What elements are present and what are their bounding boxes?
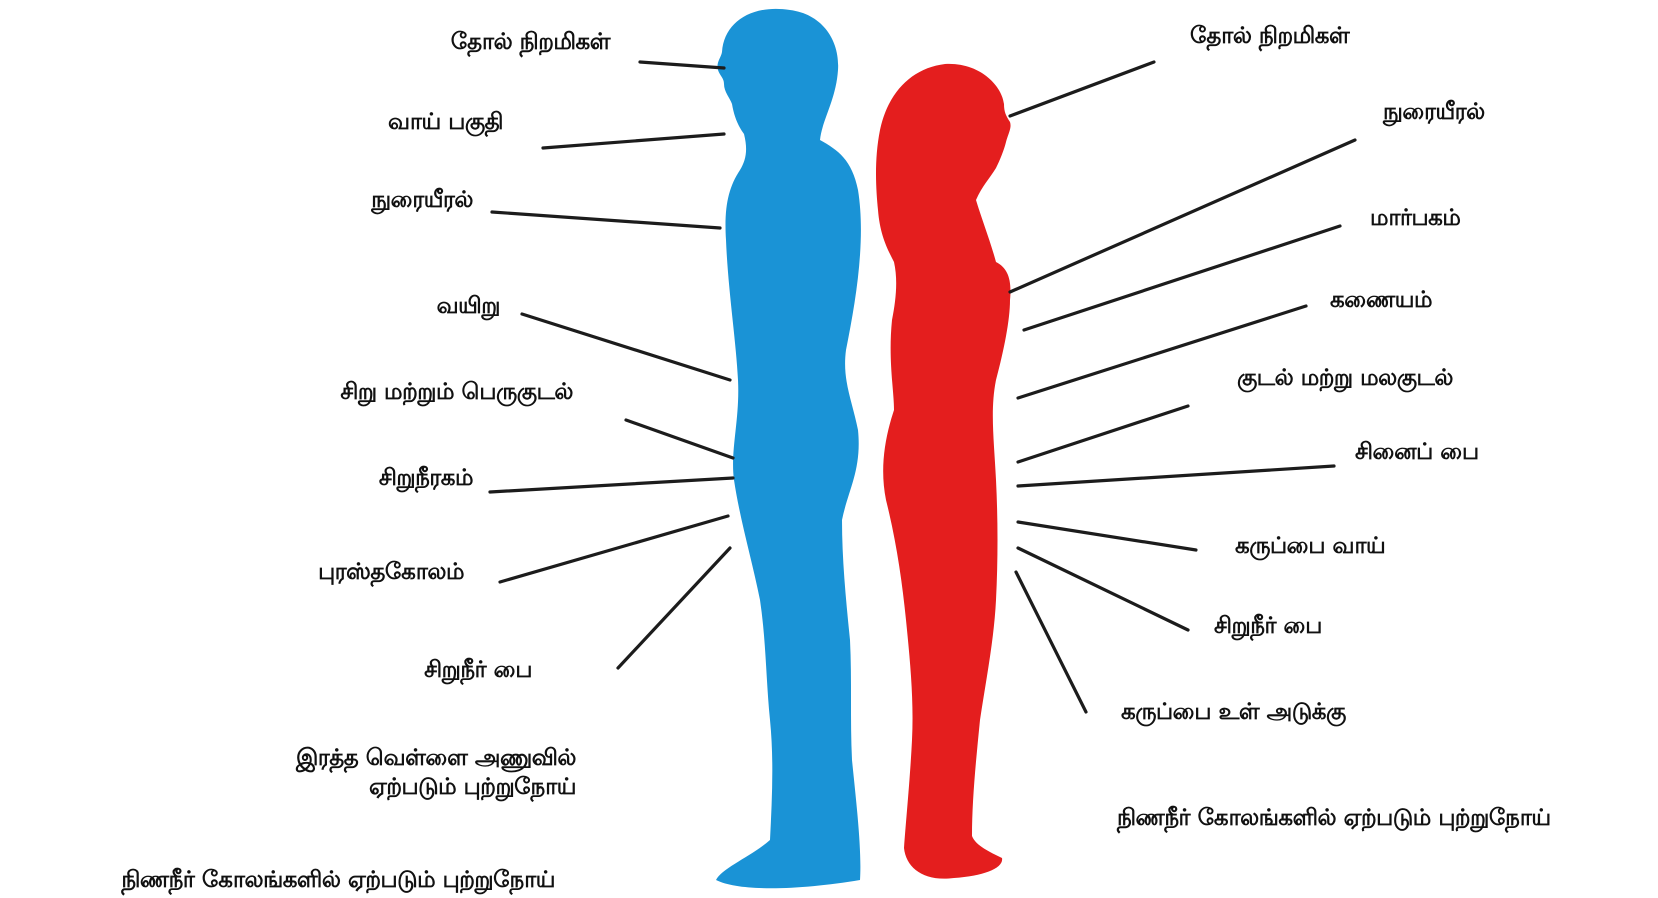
label-m-intestine-line-0: சிறு மற்றும் பெருகுடல் [340, 378, 573, 407]
leader-line-m-intestine [626, 420, 733, 458]
female-silhouette [876, 64, 1011, 879]
label-m-skin: தோல் நிறமிகள் [451, 28, 610, 57]
label-f-cervix-line-0: கருப்பை வாய் [1235, 532, 1385, 561]
label-m-skin-line-0: தோல் நிறமிகள் [451, 28, 610, 57]
label-m-leukemia-line-1: ஏற்படும் புற்றுநோய் [296, 773, 576, 802]
label-f-ovary: சினைப் பை [1355, 438, 1479, 467]
male-silhouette [716, 9, 861, 888]
leader-line-m-mouth [543, 134, 724, 148]
label-m-lymphoma-line-0: நிணநீர் கோலங்களில் ஏற்படும் புற்றுநோய் [121, 866, 555, 895]
label-f-lymphoma: நிணநீர் கோலங்களில் ஏற்படும் புற்றுநோய் [1117, 804, 1551, 833]
leader-line-f-ovary [1018, 466, 1334, 486]
label-f-colon: குடல் மற்று மலகுடல் [1237, 364, 1453, 393]
label-m-lung-line-0: நுரையீரல் [371, 186, 473, 215]
label-m-mouth-line-0: வாய் பகுதி [388, 108, 503, 137]
leader-line-f-lung [1010, 140, 1355, 292]
label-m-stomach: வயிறு [437, 292, 500, 321]
leader-line-m-bladder [618, 548, 730, 668]
label-f-colon-line-0: குடல் மற்று மலகுடல் [1237, 364, 1453, 393]
label-m-kidney: சிறுநீரகம் [379, 464, 473, 493]
label-f-skin-line-0: தோல் நிறமிகள் [1190, 22, 1349, 51]
label-f-breast: மார்பகம் [1370, 204, 1460, 233]
label-m-intestine: சிறு மற்றும் பெருகுடல் [340, 378, 573, 407]
label-m-lymphoma: நிணநீர் கோலங்களில் ஏற்படும் புற்றுநோய் [121, 866, 555, 895]
leader-line-m-stomach [522, 314, 730, 380]
label-m-leukemia: இரத்த வெள்ளை அணுவில்ஏற்படும் புற்றுநோய் [296, 744, 576, 802]
label-f-bladder: சிறுநீர் பை [1214, 612, 1322, 641]
leader-line-f-breast [1024, 226, 1340, 330]
label-m-bladder: சிறுநீர் பை [424, 656, 532, 685]
leader-line-f-bladder [1018, 548, 1188, 630]
leader-line-m-kidney [490, 478, 733, 492]
label-m-lung: நுரையீரல் [371, 186, 473, 215]
leader-line-m-prostate [500, 516, 728, 582]
label-m-prostate-line-0: புரஸ்தகோலம் [318, 558, 464, 587]
label-f-skin: தோல் நிறமிகள் [1190, 22, 1349, 51]
label-m-mouth: வாய் பகுதி [388, 108, 503, 137]
label-m-stomach-line-0: வயிறு [437, 292, 500, 321]
label-f-uterus: கருப்பை உள் அடுக்கு [1121, 698, 1346, 727]
label-f-breast-line-0: மார்பகம் [1370, 204, 1460, 233]
leader-line-f-skin [1010, 62, 1154, 116]
leader-line-m-skin [640, 62, 724, 68]
label-f-uterus-line-0: கருப்பை உள் அடுக்கு [1121, 698, 1346, 727]
label-f-bladder-line-0: சிறுநீர் பை [1214, 612, 1322, 641]
label-f-lymphoma-line-0: நிணநீர் கோலங்களில் ஏற்படும் புற்றுநோய் [1117, 804, 1551, 833]
leader-line-f-uterus [1016, 572, 1086, 712]
label-f-ovary-line-0: சினைப் பை [1355, 438, 1479, 467]
label-f-lung: நுரையீரல் [1383, 98, 1485, 127]
leader-line-m-lung [492, 212, 720, 228]
label-f-pancreas: கணையம் [1330, 286, 1432, 315]
label-f-pancreas-line-0: கணையம் [1330, 286, 1432, 315]
leader-line-f-cervix [1018, 522, 1196, 550]
label-f-cervix: கருப்பை வாய் [1235, 532, 1385, 561]
label-m-bladder-line-0: சிறுநீர் பை [424, 656, 532, 685]
label-m-prostate: புரஸ்தகோலம் [318, 558, 464, 587]
leader-line-f-colon [1018, 406, 1188, 462]
label-m-leukemia-line-0: இரத்த வெள்ளை அணுவில் [296, 744, 576, 773]
label-f-lung-line-0: நுரையீரல் [1383, 98, 1485, 127]
label-m-kidney-line-0: சிறுநீரகம் [379, 464, 473, 493]
